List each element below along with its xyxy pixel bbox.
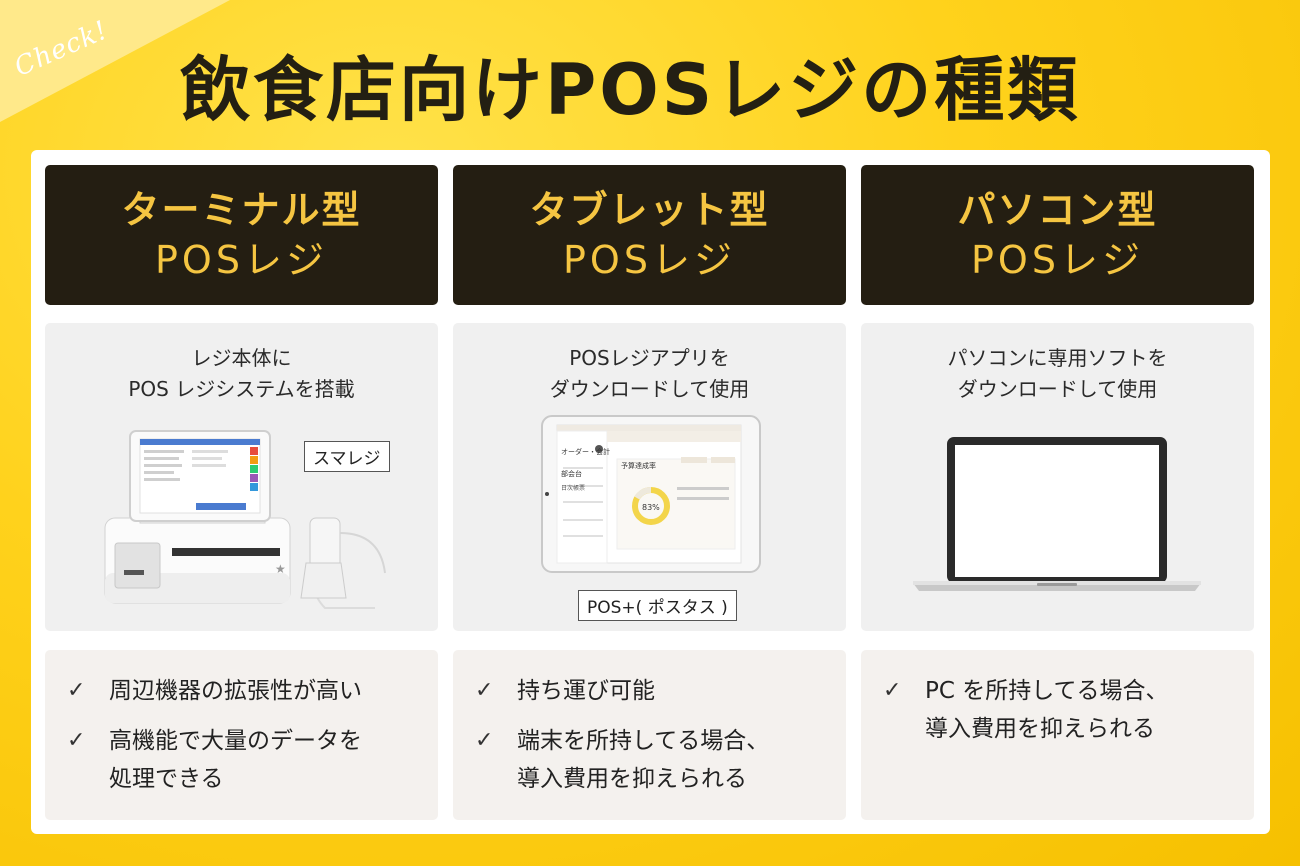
product-tag: POS+( ポスタス ) [578, 590, 737, 621]
column-header: タブレット型 POSレジ [453, 165, 846, 305]
corner-decoration [0, 0, 230, 122]
description-line: ダウンロードして使用 [549, 377, 750, 401]
column-subtitle: POSレジ [155, 238, 328, 282]
svg-text:★: ★ [275, 562, 286, 576]
check-icon: ✓ [475, 728, 494, 753]
description-box: POSレジアプリを ダウンロードして使用 [453, 323, 846, 631]
column-title: タブレット型 [529, 188, 770, 232]
feature-text: 持ち運び可能 [517, 678, 655, 704]
description-line: ダウンロードして使用 [957, 377, 1158, 401]
column-header: パソコン型 POSレジ [861, 165, 1254, 305]
feature-item: ✓ 高機能で大量のデータを 処理できる [67, 722, 362, 798]
feature-item: ✓ 端末を所持してる場合、 導入費用を抑えられる [475, 722, 769, 798]
description-box: パソコンに専用ソフトを ダウンロードして使用 [861, 323, 1254, 631]
terminal-register-image: ★ [104, 430, 386, 609]
feature-text: 導入費用を抑えられる [925, 716, 1155, 742]
check-icon: ✓ [67, 728, 86, 753]
feature-text: 周辺機器の拡張性が高い [109, 678, 362, 704]
description-line: レジ本体に [191, 346, 292, 370]
tablet-menu-item: オーダー・会計 [561, 448, 610, 456]
column-subtitle: POSレジ [971, 238, 1144, 282]
tablet-percent: 83% [642, 503, 660, 512]
description-line: POSレジアプリを [569, 346, 730, 370]
tablet-card-title: 予算達成率 [621, 462, 656, 470]
tablet-menu-item: 日次帳票 [561, 485, 586, 492]
feature-item: ✓ 周辺機器の拡張性が高い [67, 672, 362, 710]
check-icon: ✓ [67, 678, 86, 703]
feature-text: PC を所持してる場合、 [925, 678, 1169, 704]
check-icon: ✓ [475, 678, 494, 703]
column-title: パソコン型 [957, 188, 1158, 232]
column-title: ターミナル型 [121, 188, 362, 232]
feature-text: 端末を所持してる場合、 [517, 728, 770, 754]
description-box: レジ本体に POS レジシステムを搭載 ★ [45, 323, 438, 631]
feature-list: ✓ 周辺機器の拡張性が高い ✓ 高機能で大量のデータを 処理できる [45, 650, 438, 820]
feature-text: 高機能で大量のデータを [109, 728, 362, 754]
feature-text: 処理できる [109, 766, 224, 792]
terminal-pos-column: ターミナル型 POSレジ レジ本体に POS レジシステムを搭載 ★ [45, 165, 438, 820]
feature-item: ✓ 持ち運び可能 [475, 672, 655, 710]
feature-item: ✓ PC を所持してる場合、 導入費用を抑えられる [883, 672, 1169, 748]
feature-list: ✓ PC を所持してる場合、 導入費用を抑えられる [861, 650, 1254, 820]
content-panel: ターミナル型 POSレジ レジ本体に POS レジシステムを搭載 ★ [31, 150, 1270, 834]
check-icon: ✓ [883, 678, 902, 703]
tablet-pos-column: タブレット型 POSレジ POSレジアプリを ダウンロードして使用 [453, 165, 846, 820]
feature-list: ✓ 持ち運び可能 ✓ 端末を所持してる場合、 導入費用を抑えられる [453, 650, 846, 820]
laptop-image [913, 437, 1201, 591]
feature-text: 導入費用を抑えられる [517, 766, 747, 792]
column-header: ターミナル型 POSレジ [45, 165, 438, 305]
page-title: 飲食店向けPOSレジの種類 [180, 49, 1081, 131]
description-line: POS レジシステムを搭載 [128, 377, 355, 401]
tablet-menu-item: 部会台 [561, 470, 582, 478]
tablet-image [541, 415, 761, 573]
product-tag: スマレジ [304, 441, 390, 472]
description-line: パソコンに専用ソフトを [947, 346, 1168, 370]
pc-pos-column: パソコン型 POSレジ パソコンに専用ソフトを ダウンロードして使用 ✓ PC … [861, 165, 1254, 820]
column-subtitle: POSレジ [563, 238, 736, 282]
